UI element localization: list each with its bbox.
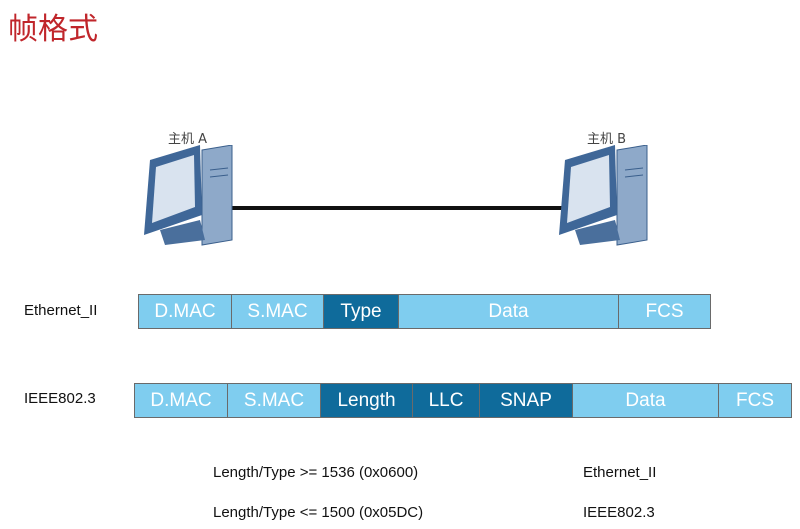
note-result: Ethernet_II: [583, 464, 657, 481]
field-type: Type: [323, 294, 399, 329]
field-llc: LLC: [412, 383, 480, 418]
note-condition: Length/Type <= 1500 (0x05DC): [213, 504, 424, 521]
note-condition: Length/Type >= 1536 (0x0600): [213, 464, 419, 481]
network-diagram: [144, 145, 648, 246]
computer-icon: [144, 145, 233, 246]
field-snap: SNAP: [479, 383, 573, 418]
host-b-label: 主机 B: [587, 132, 627, 147]
field-data: Data: [572, 383, 719, 418]
field-fcs: FCS: [718, 383, 792, 418]
field-data: Data: [398, 294, 619, 329]
field-smac: S.MAC: [231, 294, 324, 329]
field-smac: S.MAC: [227, 383, 321, 418]
host-a-label: 主机 A: [168, 132, 208, 147]
ieee8023-label: IEEE802.3: [24, 390, 96, 407]
field-dmac: D.MAC: [138, 294, 232, 329]
ethernet-ii-label: Ethernet_II: [24, 302, 98, 319]
field-dmac: D.MAC: [134, 383, 228, 418]
field-length: Length: [320, 383, 413, 418]
computer-icon: [559, 145, 648, 246]
field-fcs: FCS: [618, 294, 711, 329]
note-result: IEEE802.3: [583, 504, 655, 521]
page-title: 帧格式: [8, 12, 98, 47]
